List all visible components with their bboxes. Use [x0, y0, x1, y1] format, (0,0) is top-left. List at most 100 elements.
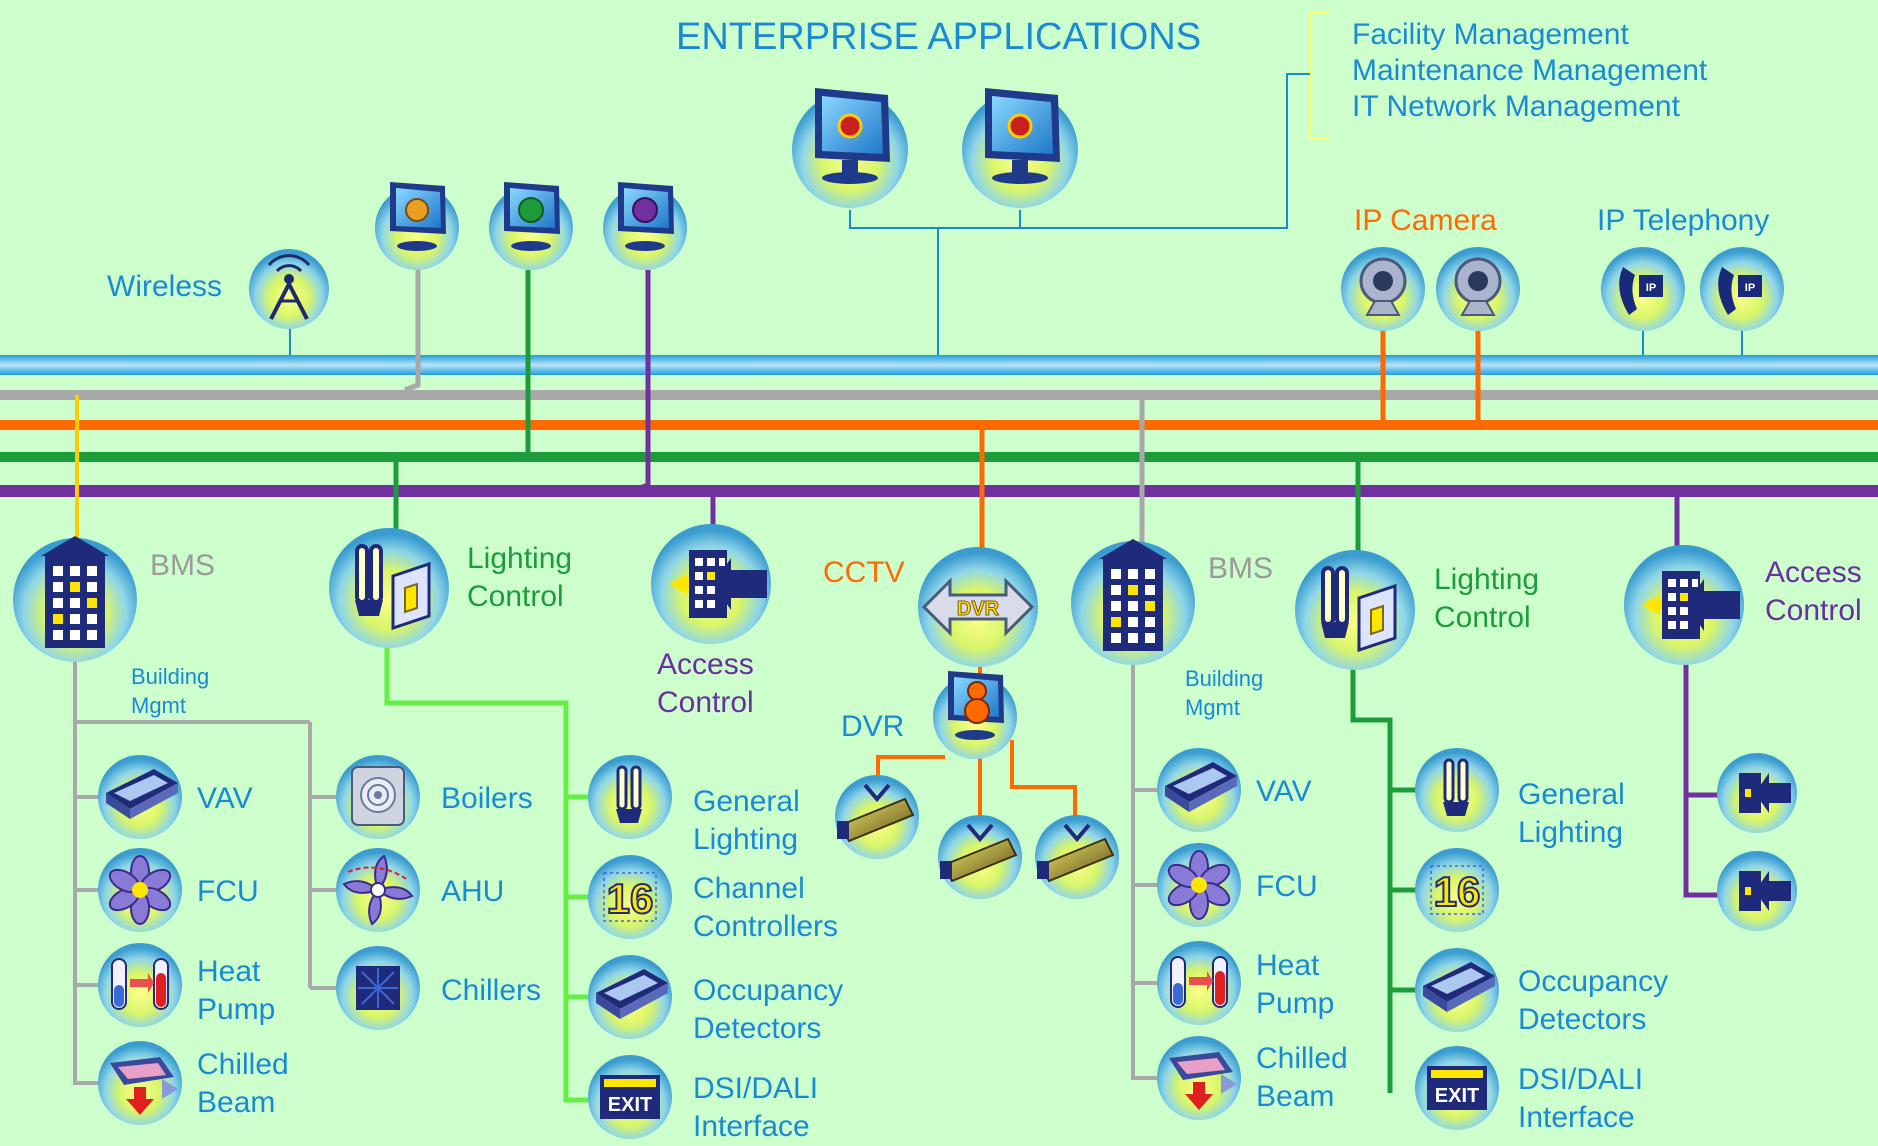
heat-pump-left-1: Heat — [197, 955, 261, 988]
channel-controllers-2: Controllers — [693, 910, 839, 943]
security-camera-icon[interactable] — [835, 775, 919, 859]
left-bms-tree — [73, 650, 340, 1085]
right-lighting-tree — [1350, 665, 1418, 1093]
general-lighting-right-1: General — [1518, 778, 1625, 811]
boiler-icon[interactable] — [336, 755, 420, 839]
fan-icon[interactable] — [1157, 843, 1241, 927]
access-control-left-1: Access — [657, 648, 754, 681]
chiller-icon[interactable] — [336, 946, 420, 1030]
network-buses — [0, 355, 1878, 497]
fan-icon[interactable] — [98, 848, 182, 932]
ip-telephony-label: IP Telephony — [1597, 204, 1770, 237]
channel-number: 16 — [607, 875, 654, 922]
occupancy-detector-icon[interactable] — [588, 955, 672, 1039]
ip-camera-label: IP Camera — [1354, 204, 1497, 237]
building-mgmt-left-1: Building — [131, 664, 210, 689]
heat-pump-icon[interactable] — [1157, 941, 1241, 1025]
fcu-label-right: FCU — [1256, 870, 1318, 903]
exit-label: EXIT — [608, 1094, 652, 1116]
enterprise-title: ENTERPRISE APPLICATIONS — [676, 16, 1202, 58]
monitor-icon[interactable] — [962, 88, 1078, 208]
building-mgmt-right-1: Building — [1185, 666, 1264, 691]
cctv-label: CCTV — [823, 556, 905, 589]
access-control-right-1: Access — [1765, 556, 1862, 589]
occupancy-detectors-right-1: Occupancy — [1518, 965, 1669, 998]
fluorescent-lamp-icon[interactable] — [588, 755, 672, 839]
vav-unit-icon[interactable] — [98, 755, 182, 839]
monitor-icon[interactable] — [603, 182, 687, 270]
exit-sign-icon[interactable]: EXIT — [1415, 1046, 1499, 1130]
bms-label-left: BMS — [150, 549, 216, 582]
lighting-control-left-1: Lighting — [467, 542, 573, 575]
chilled-beam-left-1: Chilled — [197, 1048, 289, 1081]
lighting-control-left-2: Control — [467, 580, 564, 613]
chilled-beam-icon[interactable] — [1157, 1036, 1241, 1120]
dsi-dali-right-1: DSI/DALI — [1518, 1063, 1644, 1096]
bms-bus — [0, 390, 1878, 400]
cctv-bus — [0, 420, 1878, 430]
chilled-beam-icon[interactable] — [98, 1041, 182, 1125]
building-icon[interactable] — [1071, 539, 1195, 665]
boilers-label: Boilers — [441, 782, 533, 815]
bms-label-right: BMS — [1208, 552, 1274, 585]
lighting-bus — [0, 452, 1878, 462]
dsi-dali-left-2: Interface — [693, 1110, 810, 1143]
lighting-control-icon[interactable] — [1295, 550, 1415, 670]
wireless-antenna-icon[interactable] — [249, 249, 329, 329]
channel-controller-icon[interactable]: 16 — [588, 855, 672, 939]
access-bus — [0, 485, 1878, 497]
security-camera-icon[interactable] — [1035, 815, 1119, 899]
ip-bus — [0, 355, 1878, 375]
dvr-recorder-icon[interactable] — [933, 671, 1017, 759]
enterprise-app-it-network: IT Network Management — [1352, 90, 1680, 123]
vav-unit-icon[interactable] — [1157, 748, 1241, 832]
heat-pump-right-2: Pump — [1256, 987, 1335, 1020]
heat-pump-icon[interactable] — [98, 943, 182, 1027]
dvr-badge: DVR — [957, 598, 1000, 620]
enterprise-app-maintenance: Maintenance Management — [1352, 54, 1708, 87]
ip-label: IP — [1745, 282, 1755, 294]
building-mgmt-left-2: Mgmt — [131, 693, 186, 718]
card-reader-icon[interactable] — [1717, 753, 1797, 833]
wireless-label: Wireless — [107, 270, 223, 303]
lighting-control-icon[interactable] — [329, 528, 449, 648]
building-icon[interactable] — [13, 536, 137, 662]
bus-risers — [75, 270, 1680, 560]
door-access-icon[interactable] — [1624, 545, 1744, 665]
ip-phone-icon[interactable]: IP — [1700, 247, 1784, 331]
dvr-icon[interactable]: DVR — [918, 547, 1038, 667]
chillers-label: Chillers — [441, 974, 542, 1007]
right-access-tree — [1683, 660, 1720, 898]
chilled-beam-right-2: Beam — [1256, 1080, 1335, 1113]
monitor-icon[interactable] — [375, 182, 459, 270]
occupancy-detector-icon[interactable] — [1415, 948, 1499, 1032]
ip-phone-icon[interactable]: IP — [1601, 247, 1685, 331]
vav-label-left: VAV — [197, 782, 253, 815]
exit-sign-icon[interactable]: EXIT — [588, 1055, 672, 1139]
webcam-icon[interactable] — [1436, 247, 1520, 331]
heat-pump-left-2: Pump — [197, 993, 276, 1026]
general-lighting-right-2: Lighting — [1518, 816, 1624, 849]
webcam-icon[interactable] — [1341, 247, 1425, 331]
chilled-beam-left-2: Beam — [197, 1086, 276, 1119]
door-access-icon[interactable] — [651, 524, 771, 644]
heat-pump-right-1: Heat — [1256, 949, 1320, 982]
right-bms-tree — [1131, 650, 1160, 1080]
vav-label-right: VAV — [1256, 775, 1312, 808]
ahu-label: AHU — [441, 875, 505, 908]
monitor-icon[interactable] — [792, 88, 908, 208]
dvr-label: DVR — [841, 710, 905, 743]
occupancy-detectors-left-1: Occupancy — [693, 974, 844, 1007]
security-camera-icon[interactable] — [938, 815, 1022, 899]
fluorescent-lamp-icon[interactable] — [1415, 748, 1499, 832]
dsi-dali-left-1: DSI/DALI — [693, 1072, 819, 1105]
ahu-icon[interactable] — [336, 848, 420, 932]
building-mgmt-right-2: Mgmt — [1185, 695, 1240, 720]
channel-controller-icon[interactable]: 16 — [1415, 848, 1499, 932]
card-reader-icon[interactable] — [1717, 851, 1797, 931]
monitor-icon[interactable] — [489, 182, 573, 270]
occupancy-detectors-right-2: Detectors — [1518, 1003, 1647, 1036]
access-control-left-2: Control — [657, 686, 754, 719]
